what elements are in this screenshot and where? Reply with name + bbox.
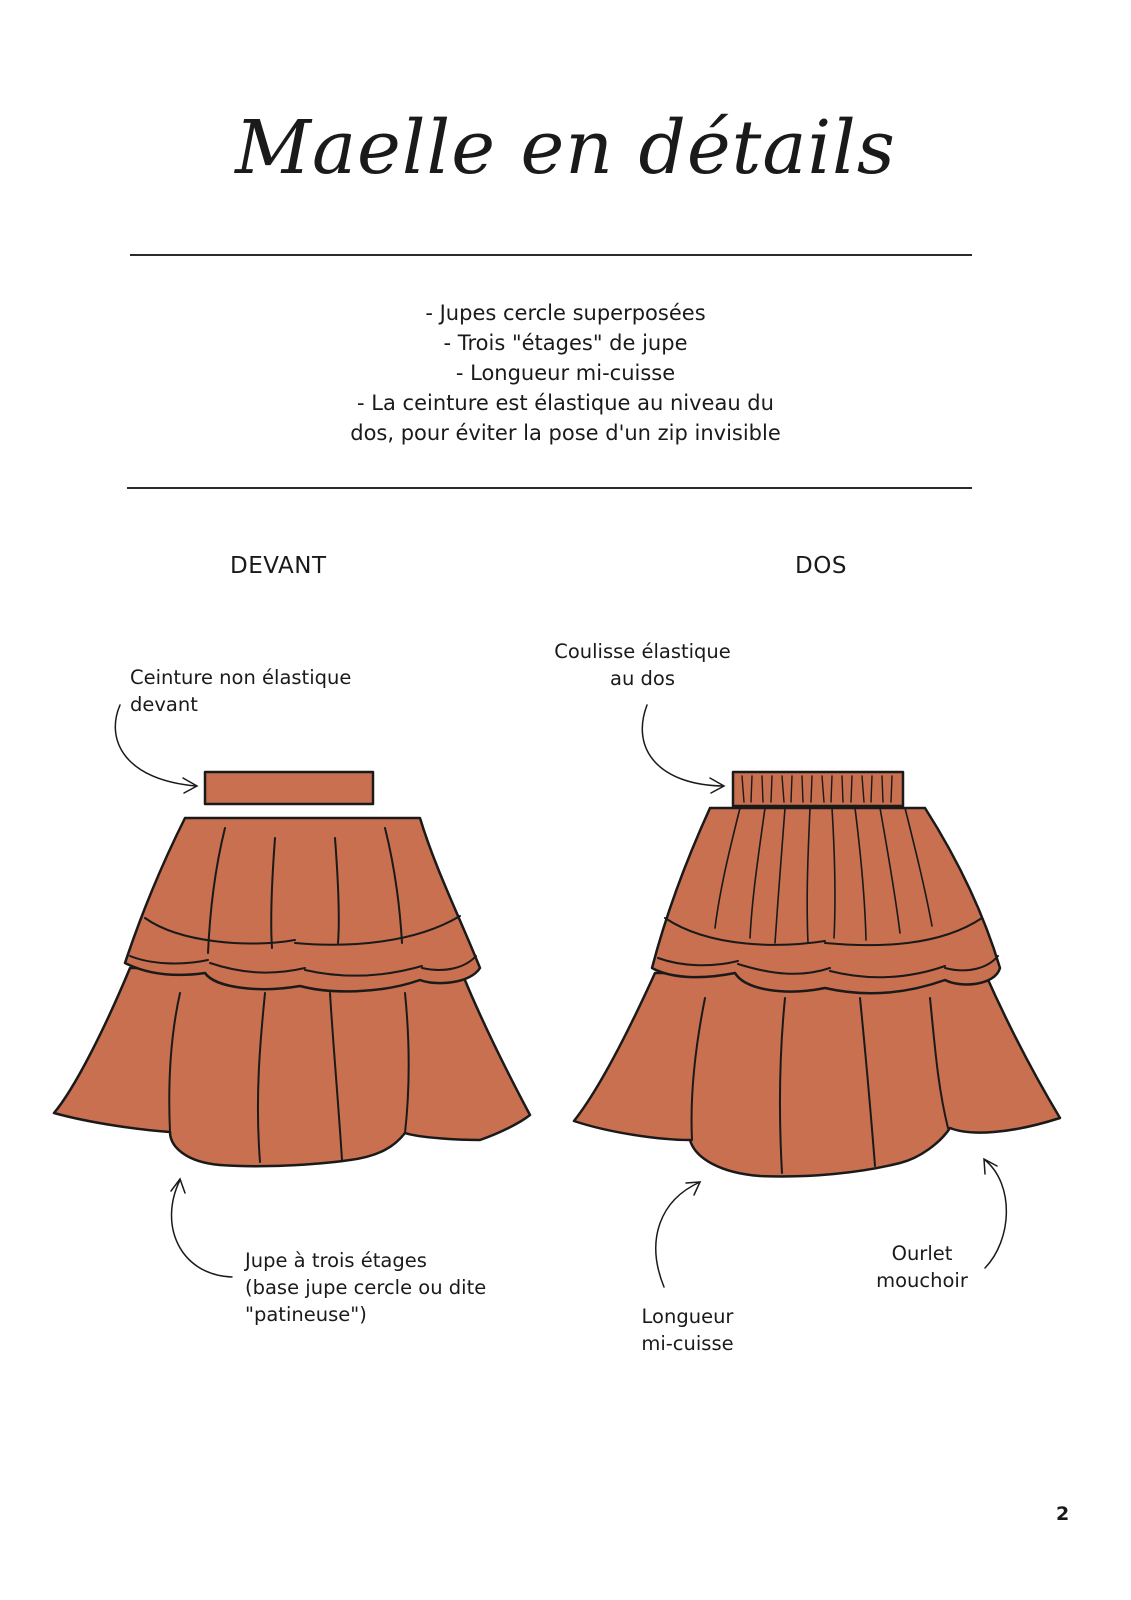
annotation-line: (base jupe cercle ou dite bbox=[245, 1276, 487, 1299]
top-divider bbox=[130, 254, 972, 256]
annotation-line: "patineuse") bbox=[245, 1303, 367, 1326]
front-middle-tier bbox=[123, 816, 482, 993]
back-heading: DOS bbox=[795, 553, 847, 579]
annotation-line: au dos bbox=[610, 667, 675, 690]
front-heading: DEVANT bbox=[230, 553, 327, 579]
front-bottom-tier bbox=[52, 966, 532, 1168]
bottom-divider bbox=[127, 487, 972, 489]
feature-item: - Longueur mi-cuisse bbox=[455, 361, 676, 385]
front-waistband-annotation: Ceinture non élastique devant bbox=[130, 664, 351, 718]
annotation-line: Jupe à trois étages bbox=[245, 1249, 427, 1272]
annotation-line: mouchoir bbox=[876, 1269, 968, 1292]
page-title: Maelle en détails bbox=[235, 105, 896, 191]
back-length-arrow-icon bbox=[655, 1181, 702, 1288]
back-elastic-annotation: Coulisse élastique au dos bbox=[540, 638, 745, 692]
annotation-line: Coulisse élastique bbox=[554, 640, 731, 663]
feature-item: - La ceinture est élastique au niveau du bbox=[357, 391, 774, 415]
feature-item: - Jupes cercle superposées bbox=[425, 301, 706, 325]
annotation-line: Ceinture non élastique bbox=[130, 666, 352, 689]
front-tiers-arrow-icon bbox=[170, 1177, 233, 1278]
annotation-line: devant bbox=[130, 693, 198, 716]
front-waistband bbox=[203, 770, 375, 806]
annotation-line: Longueur bbox=[641, 1305, 734, 1328]
annotation-line: mi-cuisse bbox=[641, 1332, 734, 1355]
annotation-line: Ourlet bbox=[891, 1242, 953, 1265]
page-number: 2 bbox=[1056, 1503, 1070, 1525]
front-skirt-illustration bbox=[52, 770, 532, 1168]
back-elastic-arrow-icon bbox=[641, 704, 726, 794]
back-hem-arrow-icon bbox=[983, 1157, 1008, 1269]
front-tiers-annotation: Jupe à trois étages (base jupe cercle ou… bbox=[245, 1247, 486, 1328]
feature-item: - Trois "étages" de jupe bbox=[443, 331, 688, 355]
back-middle-tier bbox=[650, 806, 1002, 995]
feature-item: dos, pour éviter la pose d'un zip invisi… bbox=[350, 421, 781, 445]
back-length-annotation: Longueur mi-cuisse bbox=[620, 1303, 755, 1357]
front-waistband-arrow-icon bbox=[114, 704, 199, 794]
back-skirt-illustration bbox=[572, 770, 1062, 1178]
feature-list: - Jupes cercle superposées - Trois "étag… bbox=[0, 298, 1131, 448]
back-hem-annotation: Ourlet mouchoir bbox=[862, 1240, 982, 1294]
back-waistband bbox=[731, 770, 905, 808]
back-bottom-tier bbox=[572, 971, 1062, 1178]
